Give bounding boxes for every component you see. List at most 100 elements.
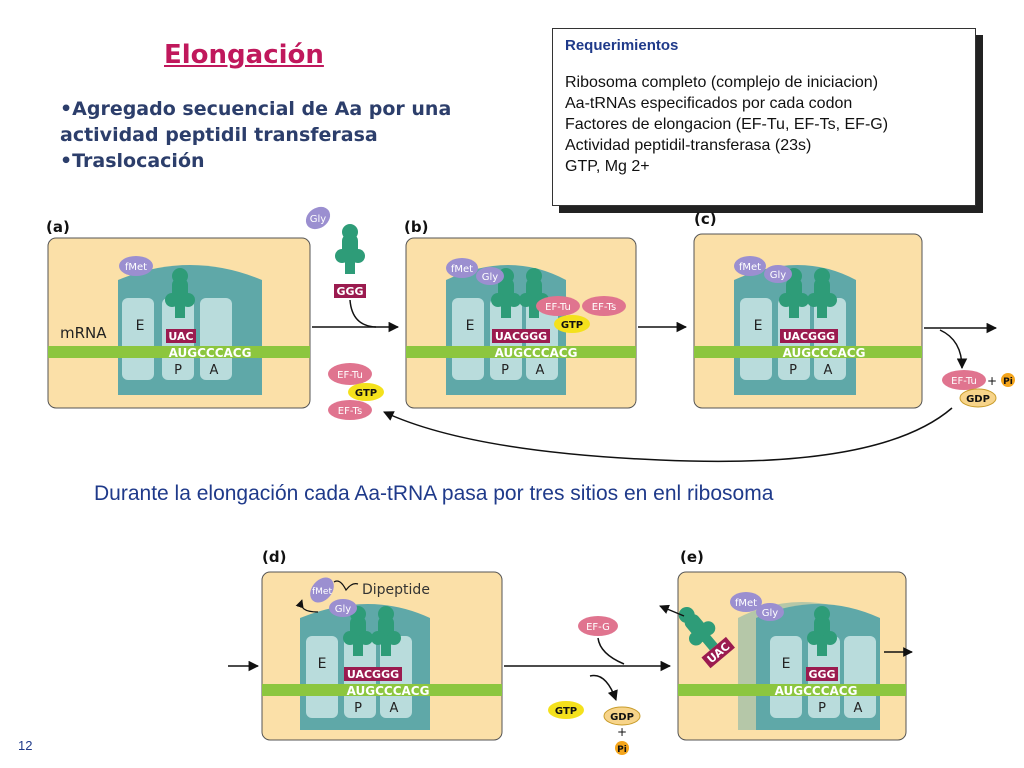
eftu-label: EF-Tu [545,302,571,313]
panel-c: (c) E P A UACGGG AUGCCCACG fMet Gly [693,210,923,409]
requirement-item: Ribosoma completo (complejo de iniciacio… [565,74,879,91]
gtp-label: GTP [355,388,377,399]
arrow [589,674,618,701]
arrow [939,329,968,370]
requirement-item: GTP, Mg 2+ [565,158,650,175]
codon-sequence: AUGCCCACG [347,684,430,698]
gly-residue [329,599,357,617]
fmet-residue [119,256,153,276]
bullet-list: •Agregado secuencial de Aa por una activ… [60,96,510,174]
gly-residue [305,206,331,230]
site-e-label: E [136,318,145,334]
e-site [452,298,484,380]
site-p-label: P [789,363,797,378]
mrna-strand [262,684,502,696]
ef-cycle-factors: EF-Tu GTP EF-Ts [328,363,384,420]
panel-a: (a) mRNA E P A UAC AUGCCCACG fMet [46,218,311,409]
efts-label: EF-Ts [592,302,616,313]
site-p-label: P [501,363,509,378]
codon-sequence: AUGCCCACG [775,684,858,698]
site-a-label: A [824,363,833,378]
anticodon-box [344,667,402,681]
dipeptide-label: Dipeptide [362,582,430,598]
subtitle: Durante la elongación cada Aa-tRNA pasa … [94,482,774,505]
pi-label: Pi [617,745,627,755]
fmet-residue [446,258,478,278]
site-e-label: E [782,656,791,672]
anticodon-box [701,636,735,669]
fmet-label: fMet [739,262,761,273]
gtp-label: GTP [555,706,577,717]
gly-label: Gly [762,608,779,619]
e-site [770,636,802,718]
site-e-label: E [318,656,327,672]
eftu-factor [942,370,986,390]
slide-title: Elongación [164,40,324,70]
gly-residue [756,603,784,621]
arrow [295,599,319,613]
gly-label: Gly [482,272,499,283]
arrow [659,604,685,617]
panel-b: (b) E P A UACGGG AUGCCCACG fMet Gly EF-T… [404,218,637,409]
eftu-factor [328,363,372,385]
bullet-item: •Traslocación [60,150,205,172]
e-site [122,298,154,380]
translocation-factors: EF-G GTP GDP + Pi [548,616,641,755]
site-a-label: A [854,701,863,716]
plus-sign: + [617,725,627,739]
codon-sequence: AUGCCCACG [169,346,252,360]
site-a-label: A [210,363,219,378]
site-p-label: P [354,701,362,716]
codon-sequence: AUGCCCACG [783,346,866,360]
gtp-molecule [348,383,384,401]
requirement-item: Aa-tRNAs especificados por cada codon [565,95,853,112]
anticodon: UACGGG [495,330,547,343]
gtp-label: GTP [561,320,583,331]
eftu-factor [536,296,580,316]
panel-label: (a) [46,218,70,236]
arrow [597,637,625,665]
mrna-strand [48,346,310,358]
gdp-molecule [603,706,641,726]
site-p-label: P [174,363,182,378]
fmet-residue [734,256,766,276]
requirement-item: Factores de elongacion (EF-Tu, EF-Ts, EF… [565,116,889,133]
efts-factor [328,400,372,420]
eftu-label: EF-Tu [337,370,363,381]
a-site [844,636,876,718]
codon-sequence: AUGCCCACG [495,346,578,360]
panel-label: (b) [404,218,428,236]
panel-e: (e) E P A GGG AUGCCCACG fMet Gly UAC [659,548,913,741]
requirements-heading: Requerimientos [565,37,679,54]
ef-release: EF-Tu + Pi GDP [942,370,1015,408]
gdp-label: GDP [966,394,990,405]
gly-label: Gly [335,604,352,615]
gdp-label: GDP [610,712,634,723]
incoming-trna: Gly GGG [305,206,366,298]
site-e-label: E [754,318,763,334]
site-a-label: A [390,701,399,716]
fmet-residue [730,592,762,612]
requirement-item: Actividad peptidil-transferasa (23s) [565,137,812,154]
site-a-label: A [536,363,545,378]
efts-label: EF-Ts [338,406,362,417]
plus-sign: + [987,374,997,388]
mrna-label: mRNA [60,324,107,342]
anticodon: UAC [168,330,193,343]
anticodon-box [166,329,196,343]
anticodon: GGG [808,668,835,681]
mrna-strand [678,684,906,696]
fmet-label: fMet [125,262,147,273]
dipeptide-brace [333,580,359,592]
trna-icon [335,224,365,274]
anticodon: UACGGG [347,668,399,681]
site-e-label: E [466,318,475,334]
gly-label: Gly [310,214,327,225]
gly-residue [764,265,792,283]
panel-label: (c) [694,210,717,228]
e-site [740,298,772,380]
panel-d: (d) E P A UACGGG AUGCCCACG fMet Gly Dipe… [261,548,503,741]
site-p-label: P [818,701,826,716]
gtp-molecule [548,701,584,719]
eftu-label: EF-Tu [951,376,977,387]
